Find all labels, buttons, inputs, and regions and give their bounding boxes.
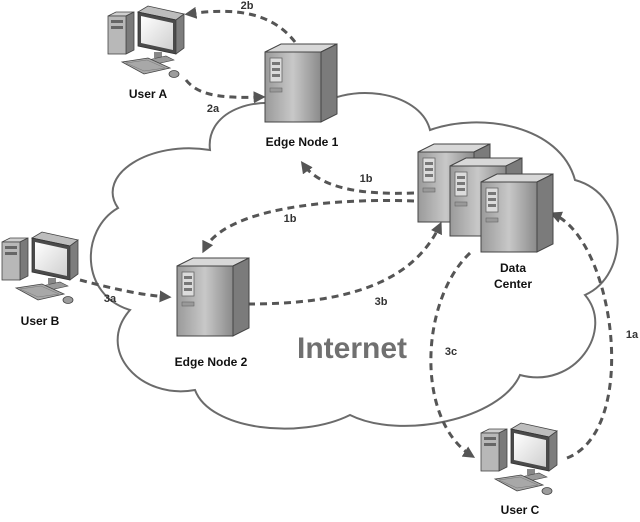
arrow-1b-to-edge1	[300, 161, 415, 195]
user-b-computer-icon	[1, 231, 79, 304]
edge-label-1b-upper: 1b	[360, 173, 373, 185]
user-c-computer-icon	[480, 422, 558, 495]
user-b-label: User B	[21, 314, 60, 328]
arrow-2b	[184, 6, 297, 43]
edge-label-1b-lower: 1b	[284, 213, 297, 225]
user-a-label: User A	[129, 87, 168, 101]
arrow-1b-to-edge2	[202, 199, 415, 254]
edge-label-3c: 3c	[445, 346, 457, 358]
edge-node-1-server-icon	[264, 43, 338, 123]
edge-label-3b: 3b	[375, 296, 388, 308]
internet-label: Internet	[297, 332, 407, 365]
internet-cloud	[89, 92, 619, 430]
arrow-1a	[549, 211, 614, 460]
edge-node-1-label: Edge Node 1	[266, 135, 339, 149]
data-center-label-line2: Center	[494, 277, 532, 291]
edge-label-2b: 2b	[241, 0, 254, 12]
edge-label-3a: 3a	[104, 293, 117, 305]
edge-node-2-label: Edge Node 2	[175, 355, 248, 369]
arrow-3b	[247, 221, 442, 306]
edge-label-2a: 2a	[207, 103, 220, 115]
arrow-2a	[184, 79, 266, 104]
user-c-label: User C	[501, 503, 540, 517]
edge-node-2-server-icon	[176, 257, 250, 337]
edge-label-1a: 1a	[626, 329, 639, 341]
arrow-3c	[429, 251, 476, 458]
data-center-label-line1: Data	[500, 261, 526, 275]
user-a-computer-icon	[107, 5, 185, 78]
